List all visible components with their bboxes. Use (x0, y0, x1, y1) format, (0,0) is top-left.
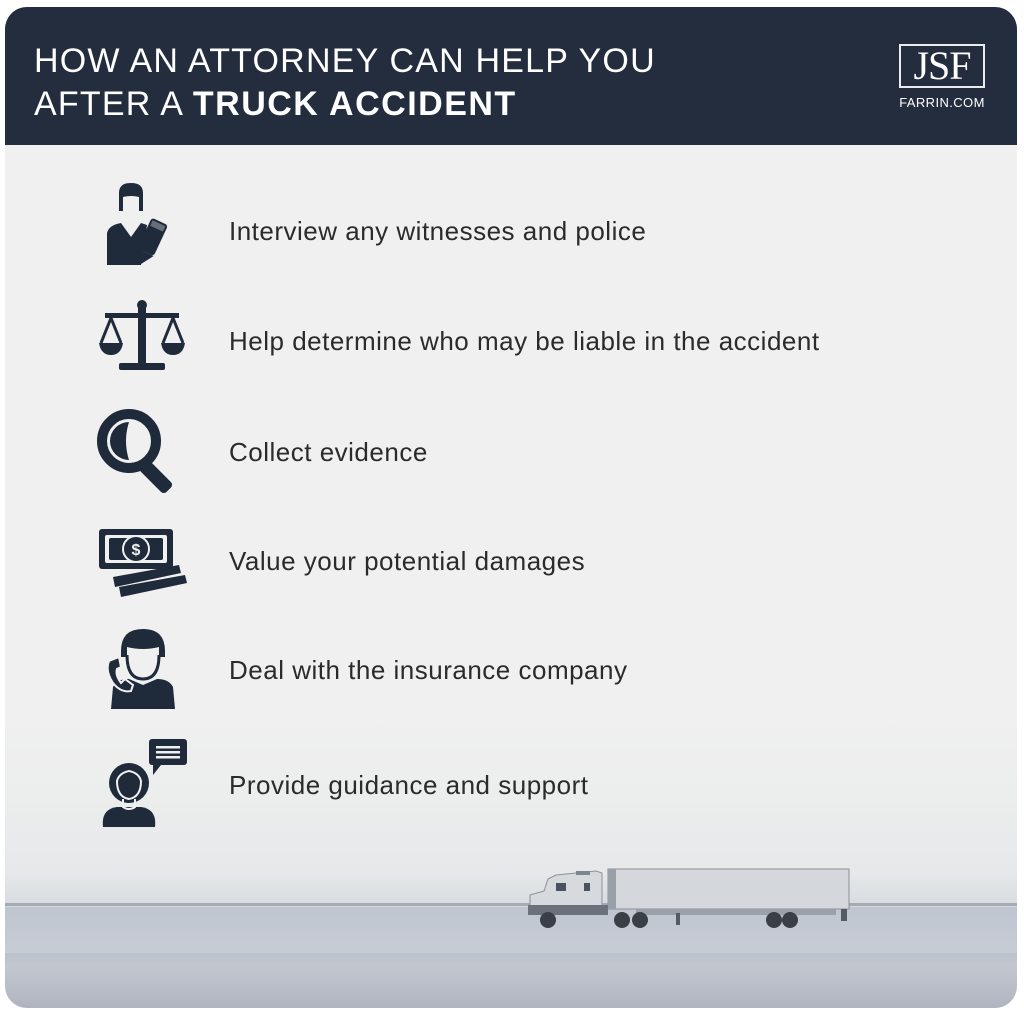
list-item-text: Help determine who may be liable in the … (229, 326, 820, 356)
list-item-text: Collect evidence (229, 437, 428, 467)
logo-mark: JSF (899, 44, 985, 88)
list-item-text: Interview any witnesses and police (229, 216, 647, 246)
list-item-text: Deal with the insurance company (229, 655, 628, 685)
logo-site: FARRIN.COM (899, 95, 985, 110)
list-item-text: Provide guidance and support (229, 770, 589, 800)
title-emphasis: TRUCK ACCIDENT (192, 85, 517, 123)
infographic-card: HOW AN ATTORNEY CAN HELP YOU AFTER A TRU… (5, 7, 1017, 1008)
magnifying-glass-icon (97, 409, 173, 494)
lawyer-with-pencil-icon (107, 183, 168, 265)
person-on-phone-icon (106, 629, 175, 709)
money-stack-icon: $ (99, 529, 187, 597)
jsf-logo[interactable]: JSF FARRIN.COM (898, 44, 986, 110)
list-item-text: Value your potential damages (229, 546, 586, 576)
title-line-2: AFTER A TRUCK ACCIDENT (34, 85, 517, 123)
title-line-1: HOW AN ATTORNEY CAN HELP YOU (34, 42, 656, 80)
page-title: HOW AN ATTORNEY CAN HELP YOU AFTER A TRU… (34, 40, 656, 126)
horizon-fence-line (5, 903, 1017, 906)
person-with-speech-bubble-icon (102, 739, 187, 827)
svg-text:$: $ (132, 542, 141, 559)
scales-of-justice-icon (99, 300, 185, 370)
semi-truck-image (528, 868, 850, 928)
header-banner: HOW AN ATTORNEY CAN HELP YOU AFTER A TRU… (5, 7, 1017, 145)
snow-field (5, 907, 1017, 953)
